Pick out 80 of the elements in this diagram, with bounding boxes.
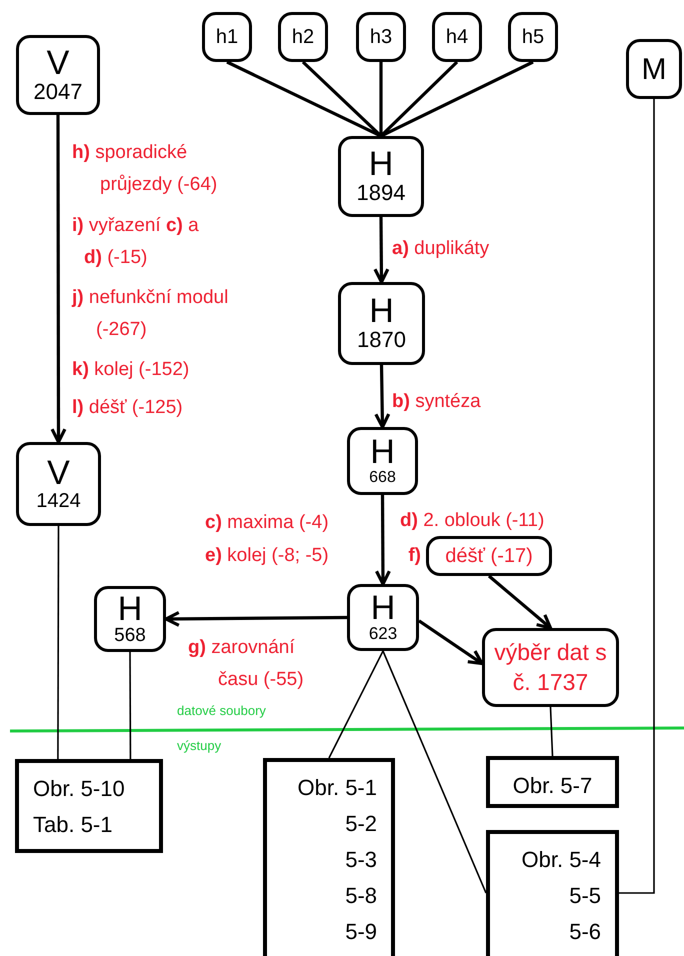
edge-label: b) syntéza <box>392 390 481 414</box>
arrow <box>373 216 390 284</box>
node-label: Obr. 5-7 <box>512 772 592 800</box>
annotation-text: j) nefunkční modul (-267) <box>72 286 230 342</box>
node-label: 1424 <box>36 490 81 512</box>
annotation-text: i) vyřazení c) a d) (-15) <box>72 214 200 270</box>
edge-label: g) zarovnání času (-55) <box>188 636 305 692</box>
process-box <box>338 136 424 217</box>
output-box <box>486 830 619 956</box>
node-label: H <box>118 592 142 626</box>
node-label: 623 <box>368 625 398 644</box>
node-label: Obr. 5-4 <box>522 846 601 874</box>
annotation-text: h) sporadické průjezdy (-64) <box>72 141 218 198</box>
node-label: H <box>368 147 394 182</box>
node-label: 1894 <box>356 181 406 206</box>
node-label: h3 <box>370 26 392 48</box>
process-box <box>508 12 558 62</box>
node-label: V <box>46 46 70 80</box>
process-box <box>202 12 252 62</box>
connector-line <box>57 526 60 759</box>
section-label: datové soubory <box>177 703 266 719</box>
output-box <box>15 759 163 853</box>
node-label: h5 <box>522 26 544 48</box>
annotation-text: l) déšť (-125) <box>72 396 183 420</box>
process-box <box>432 12 482 62</box>
annotation-text: c) maxima (-4) <box>205 511 329 535</box>
node-label: 5-3 <box>345 846 377 874</box>
process-box <box>347 584 419 651</box>
connector-line <box>382 650 487 894</box>
arrow <box>50 115 66 444</box>
node-label: 5-9 <box>345 918 377 946</box>
process-box <box>338 282 425 365</box>
annotation-text: d) 2. oblouk (-11) <box>400 509 544 533</box>
arrow <box>418 620 484 666</box>
arrow <box>488 574 552 630</box>
annotation-text: e) kolej (-8; -5) <box>205 544 329 568</box>
node-label: výběr dat s č. 1737 <box>493 638 608 696</box>
connector-line <box>129 652 132 759</box>
arrow <box>374 494 391 586</box>
node-label: 5-5 <box>569 882 601 910</box>
node-label: h2 <box>292 26 314 48</box>
process-box <box>278 12 328 62</box>
node-label: h1 <box>216 26 238 48</box>
node-label: 5-6 <box>569 918 601 946</box>
node-label: 5-2 <box>345 810 377 838</box>
connector-line <box>379 62 383 136</box>
process-box <box>626 39 682 99</box>
node-label: H <box>369 294 394 328</box>
node-label: 5-8 <box>345 882 377 910</box>
arrow <box>164 610 348 627</box>
node-label: 668 <box>369 469 396 487</box>
connector-line <box>550 706 554 756</box>
node-label: 568 <box>114 626 146 646</box>
annotation-text: k) kolej (-152) <box>72 358 190 382</box>
node-label: h4 <box>446 26 468 48</box>
node-label: 1870 <box>357 328 406 353</box>
node-label: 2047 <box>34 80 82 104</box>
process-box <box>16 442 101 526</box>
selection-box <box>482 628 619 707</box>
node-label: Tab. 5-1 <box>33 811 112 839</box>
edge-label: a) duplikáty <box>392 237 490 261</box>
process-box <box>356 12 406 62</box>
process-box <box>16 35 100 115</box>
connector-line <box>619 99 655 894</box>
item-letter: f) <box>408 545 421 567</box>
node-label: H <box>370 591 396 626</box>
node-label: Obr. 5-10 <box>33 775 125 803</box>
node-label: M <box>642 52 666 86</box>
connector-line <box>328 650 384 758</box>
process-box <box>94 586 166 652</box>
arrow <box>374 364 390 429</box>
node-label: H <box>370 435 395 470</box>
connector-line <box>380 60 534 138</box>
node-label: V <box>47 456 70 490</box>
node-label: Obr. 5-1 <box>298 774 377 802</box>
node-label: déšť (-17) <box>444 544 534 569</box>
process-box <box>347 427 418 495</box>
output-box <box>263 758 395 956</box>
output-box <box>486 756 619 808</box>
section-label: výstupy <box>177 738 222 754</box>
